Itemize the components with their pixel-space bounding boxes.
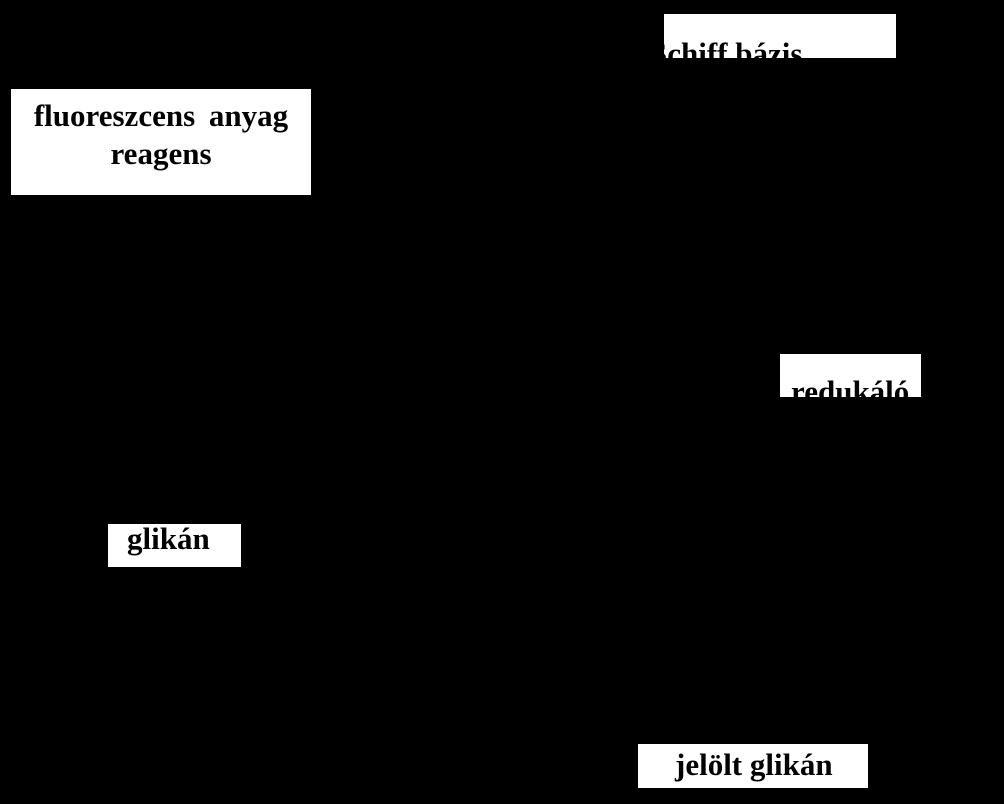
reducing-agent-label: redukáló: [780, 354, 921, 397]
labeled-glycan-text: jelölt glikán: [675, 747, 833, 782]
schiff-base-label: Schiff bázis: [664, 14, 896, 58]
fluorescent-reagent-line2: reagens: [110, 136, 212, 171]
glycan-label: glikán: [108, 524, 241, 567]
reducing-agent-text: redukáló: [791, 374, 910, 397]
schiff-base-text: Schiff bázis: [664, 36, 803, 58]
fluorescent-reagent-line1: fluoreszcens anyag: [33, 98, 289, 133]
labeled-glycan-label: jelölt glikán: [638, 744, 868, 788]
glycan-text: glikán: [127, 524, 210, 556]
fluorescent-reagent-label: fluoreszcens anyag reagens: [11, 89, 311, 195]
